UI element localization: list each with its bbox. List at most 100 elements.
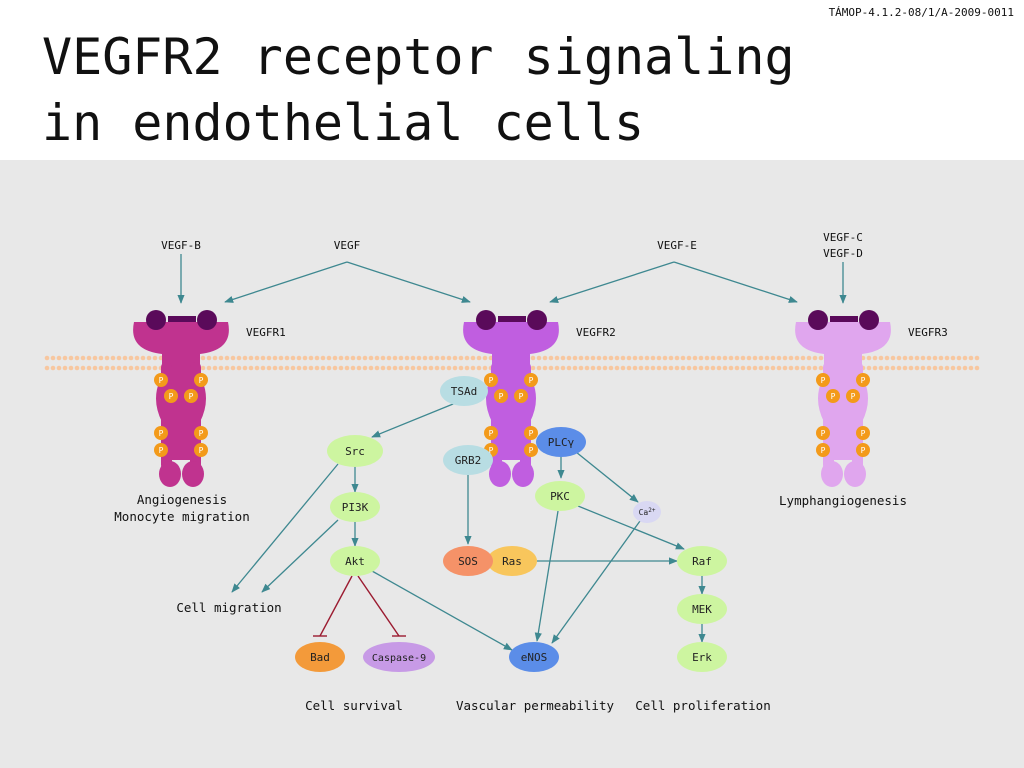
node-label-grb2: GRB2	[455, 454, 482, 467]
receptor-label-vegfr1: VEGFR1	[246, 326, 286, 339]
phospho-circle	[524, 426, 538, 440]
outcome-monocyte-migration: Monocyte migration	[114, 509, 249, 524]
arrow-pi3k-cellmig	[261, 519, 339, 593]
phospho-circle	[194, 426, 208, 440]
phospho-site: P	[524, 443, 538, 457]
phospho-site: P	[826, 389, 840, 403]
phospho-site: P	[494, 389, 508, 403]
node-sos: SOS	[443, 546, 493, 576]
phospho-label: P	[529, 429, 534, 438]
phospho-site: P	[484, 426, 498, 440]
phospho-label: P	[831, 392, 836, 401]
phospho-circle	[194, 443, 208, 457]
phospho-label: P	[499, 392, 504, 401]
inhibition-lines	[313, 575, 406, 637]
phospho-circle	[514, 389, 528, 403]
phospho-circle	[816, 426, 830, 440]
arrow-pkc-raf	[577, 505, 685, 550]
node-label-mek: MEK	[692, 603, 712, 616]
node-label-bad: Bad	[310, 651, 330, 664]
node-label-ras: Ras	[502, 555, 522, 568]
arrow-plcg-ca	[575, 451, 639, 503]
node-label-tsad: TSAd	[451, 385, 478, 398]
receptor-vegfr1	[133, 310, 229, 487]
node-label-sos: SOS	[458, 555, 478, 568]
phospho-circle	[154, 373, 168, 387]
calcium-charge: 2+	[648, 507, 656, 514]
node-akt: Akt	[330, 546, 380, 576]
phospho-site: P	[816, 443, 830, 457]
phospho-circle	[484, 373, 498, 387]
phospho-label: P	[851, 392, 856, 401]
phospho-site: P	[154, 443, 168, 457]
node-erk: Erk	[677, 642, 727, 672]
receptor-label-vegfr2: VEGFR2	[576, 326, 616, 339]
receptor-label-vegfr3: VEGFR3	[908, 326, 948, 339]
phospho-label: P	[529, 446, 534, 455]
outcome-angiogenesis: Angiogenesis	[137, 492, 227, 507]
node-pkc: PKC	[535, 481, 585, 511]
slide-title: VEGFR2 receptor signaling in endothelial…	[42, 24, 795, 156]
phospho-label: P	[821, 376, 826, 385]
phospho-circle	[494, 389, 508, 403]
phospho-label: P	[199, 446, 204, 455]
node-caspase-9: Caspase-9	[363, 642, 435, 672]
phospho-circle	[194, 373, 208, 387]
phospho-circle	[816, 443, 830, 457]
arrow-src-cellmig	[231, 463, 339, 593]
phospho-label: P	[861, 376, 866, 385]
phospho-site: P	[514, 389, 528, 403]
node-label-calcium: Ca2+	[639, 507, 656, 517]
phospho-site: P	[154, 426, 168, 440]
phospho-site: P	[524, 373, 538, 387]
arrow-ca-enos	[551, 520, 641, 644]
phospho-label: P	[821, 446, 826, 455]
phospho-site: P	[846, 389, 860, 403]
slide-code: TÁMOP-4.1.2-08/1/A-2009-0011	[828, 6, 1014, 19]
phospho-circle	[816, 373, 830, 387]
phospho-label: P	[861, 429, 866, 438]
phospho-site: P	[816, 373, 830, 387]
phospho-circle	[164, 389, 178, 403]
phospho-site: P	[164, 389, 178, 403]
outcome-cell-survival: Cell survival	[305, 698, 403, 713]
phospho-site: P	[856, 443, 870, 457]
node-label-src: Src	[345, 445, 365, 458]
phospho-circle	[826, 389, 840, 403]
arrow-vegfe-r3	[673, 261, 798, 303]
phospho-site: P	[856, 426, 870, 440]
node-src: Src	[327, 435, 383, 467]
phospho-circle	[524, 443, 538, 457]
inhibit-akt-caspase	[357, 575, 400, 637]
ligand-vegf-c: VEGF-C	[823, 231, 863, 244]
phospho-circle	[846, 389, 860, 403]
outcome-lymphangiogenesis: Lymphangiogenesis	[779, 493, 907, 508]
phospho-label: P	[821, 429, 826, 438]
ligand-vegf-e: VEGF-E	[657, 239, 697, 252]
phospho-label: P	[861, 446, 866, 455]
title-line-2: in endothelial cells	[42, 94, 645, 152]
phospho-site: P	[154, 373, 168, 387]
phospho-label: P	[189, 392, 194, 401]
phospho-site: P	[194, 443, 208, 457]
arrow-vegf-r1	[224, 261, 348, 303]
phospho-site: P	[184, 389, 198, 403]
node-grb2: GRB2	[443, 445, 493, 475]
arrow-vegfe-r2	[549, 261, 675, 303]
phospho-circle	[184, 389, 198, 403]
phospho-circle	[154, 426, 168, 440]
phospho-label: P	[169, 392, 174, 401]
node-raf: Raf	[677, 546, 727, 576]
arrow-vegf-r2	[346, 261, 471, 303]
inhibit-akt-bad	[319, 575, 353, 637]
title-line-1: VEGFR2 receptor signaling	[42, 28, 795, 86]
phospho-circle	[856, 426, 870, 440]
phospho-circle	[484, 426, 498, 440]
arrow-pkc-enos	[534, 510, 559, 642]
phospho-label: P	[159, 446, 164, 455]
node-label-akt: Akt	[345, 555, 365, 568]
calcium-base: Ca	[639, 508, 649, 517]
phospho-label: P	[489, 429, 494, 438]
